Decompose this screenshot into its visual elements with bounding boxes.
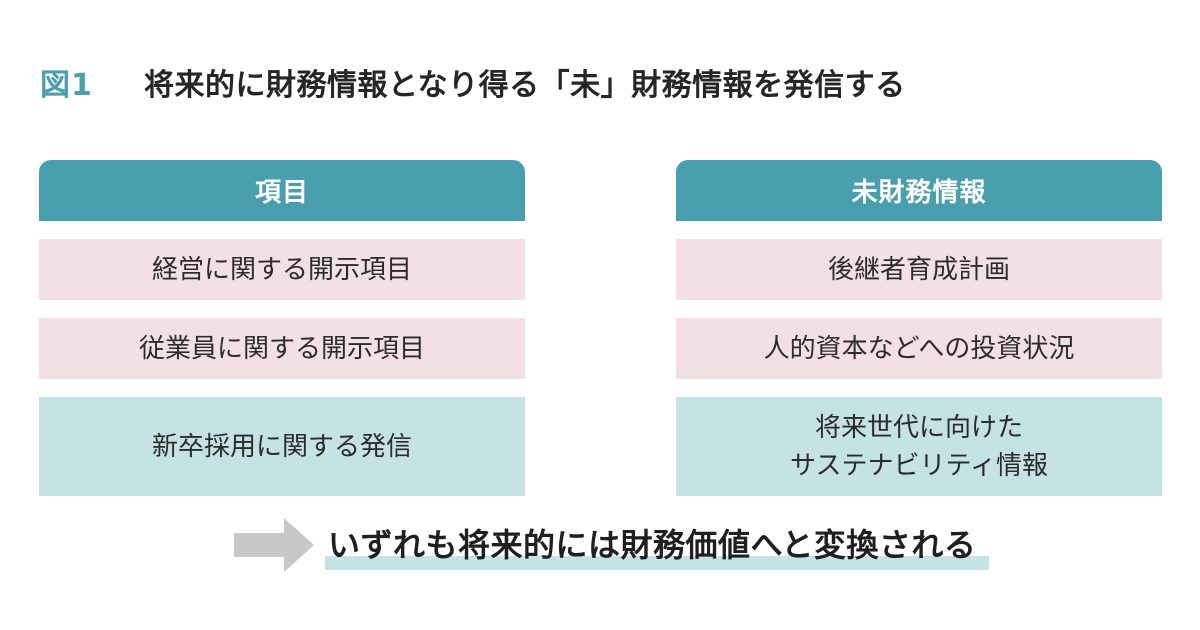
conclusion-highlight bbox=[325, 556, 989, 570]
nonfinancial-column-header: 未財務情報 bbox=[676, 160, 1162, 221]
nonfinancial-column: 未財務情報 後継者育成計画 人的資本などへの投資状況 将来世代に向けた サステナ… bbox=[676, 160, 1162, 496]
nonfinancial-row-line: 将来世代に向けた bbox=[814, 412, 1023, 443]
nonfinancial-row: 将来世代に向けた サステナビリティ情報 bbox=[676, 397, 1162, 496]
item-row: 従業員に関する開示項目 bbox=[39, 318, 525, 379]
items-column-header: 項目 bbox=[39, 160, 525, 221]
item-row: 経営に関する開示項目 bbox=[39, 239, 525, 300]
figure-heading: 将来的に財務情報となり得る「未」財務情報を発信する bbox=[144, 68, 906, 103]
conclusion-text: いずれも将来的には財務価値へと変換される bbox=[328, 526, 977, 564]
figure-label: 図1 bbox=[40, 68, 93, 103]
item-row: 新卒採用に関する発信 bbox=[39, 397, 525, 496]
right-arrow-icon bbox=[234, 518, 314, 572]
items-column: 項目 経営に関する開示項目 従業員に関する開示項目 新卒採用に関する発信 bbox=[39, 160, 525, 496]
nonfinancial-row-line: サステナビリティ情報 bbox=[790, 450, 1048, 481]
conclusion: いずれも将来的には財務価値へと変換される bbox=[230, 516, 1000, 576]
figure-title: 図1 将来的に財務情報となり得る「未」財務情報を発信する bbox=[40, 58, 906, 106]
nonfinancial-row: 後継者育成計画 bbox=[676, 239, 1162, 300]
nonfinancial-row: 人的資本などへの投資状況 bbox=[676, 318, 1162, 379]
